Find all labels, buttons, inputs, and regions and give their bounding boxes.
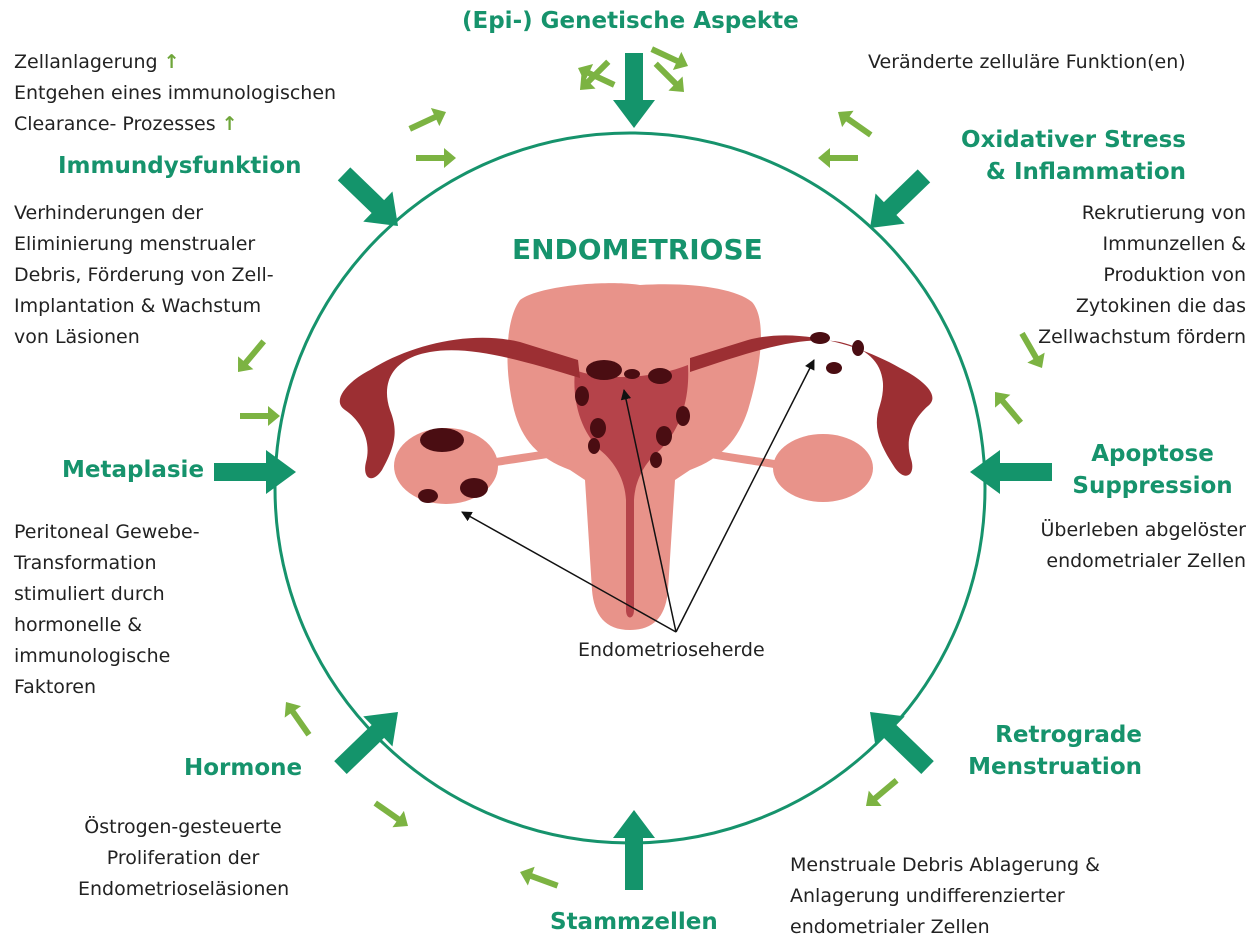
- arrow-up-icon: ↑: [222, 113, 238, 135]
- immune-effect-2: Entgehen eines immunologischen: [14, 78, 336, 109]
- arrow-retrograde: [855, 697, 942, 783]
- small-arrow: [573, 55, 615, 97]
- small-arrow: [406, 103, 451, 138]
- arrow-up-icon: ↑: [164, 51, 180, 73]
- desc-apoptosis: Überleben abgelöster endometrialer Zelle…: [1041, 515, 1246, 577]
- small-arrow: [818, 148, 858, 168]
- heading-apoptosis: Apoptose Suppression: [1060, 438, 1245, 502]
- small-arrow: [517, 863, 561, 895]
- immune-effect-3-text: Clearance- Prozesses: [14, 113, 216, 135]
- heading-stemcells: Stammzellen: [550, 906, 718, 938]
- heading-hormones: Hormone: [184, 752, 302, 784]
- desc-retrograde: Menstruale Debris Ablagerung & Anlagerun…: [790, 850, 1100, 939]
- heading-immune: Immundysfunktion: [58, 150, 302, 182]
- immune-effect-1-text: Zellanlagerung: [14, 51, 158, 73]
- small-arrow: [987, 386, 1028, 429]
- immune-effect-1: Zellanlagerung ↑: [14, 47, 180, 78]
- small-arrow: [240, 406, 280, 426]
- heading-oxidative: Oxidativer Stress & Inflammation: [961, 124, 1186, 188]
- arrow-immune: [329, 159, 412, 241]
- arrow-genetics: [613, 53, 655, 128]
- small-arrow: [860, 773, 903, 814]
- desc-immune: Verhinderungen der Eliminierung menstrua…: [14, 198, 274, 353]
- diagram-title: ENDOMETRIOSE: [512, 232, 763, 268]
- desc-genetics: Veränderte zelluläre Funktion(en): [868, 47, 1186, 78]
- arrow-stemcells: [613, 810, 655, 890]
- heading-metaplasia: Metaplasie: [62, 454, 204, 486]
- lesion-label: Endometrioseherde: [578, 635, 765, 666]
- small-arrow: [369, 795, 413, 834]
- heading-retrograde: Retrograde Menstruation: [968, 719, 1142, 783]
- desc-oxidative: Rekrutierung von Immunzellen & Produktio…: [1038, 198, 1246, 353]
- heading-genetics: (Epi-) Genetische Aspekte: [462, 5, 799, 37]
- immune-effect-3: Clearance- Prozesses ↑: [14, 109, 238, 140]
- arrow-oxidative: [855, 161, 938, 243]
- small-arrow: [278, 696, 317, 740]
- arrow-metaplasia: [214, 450, 296, 494]
- small-arrow: [648, 40, 693, 75]
- arrow-hormones: [326, 697, 413, 783]
- desc-metaplasia: Peritoneal Gewebe- Transformation stimul…: [14, 517, 200, 703]
- desc-hormones: Östrogen-gesteuerte Proliferation der En…: [78, 812, 288, 905]
- uterus-illustration: [340, 283, 933, 632]
- small-arrow: [832, 104, 876, 143]
- small-arrow: [416, 148, 456, 168]
